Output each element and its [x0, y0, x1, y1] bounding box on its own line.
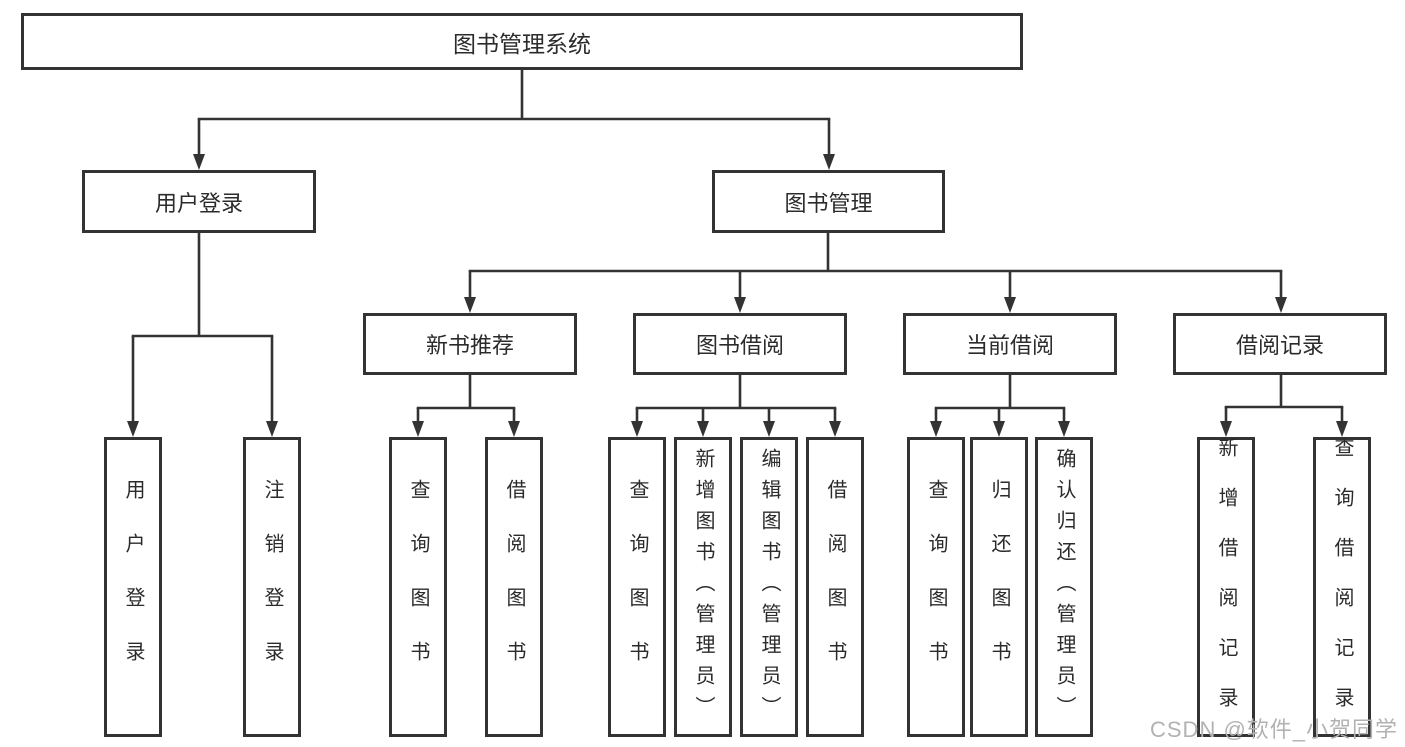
leaf-label: 编辑图书（管理员） — [758, 447, 780, 727]
leaf-add-book-admin: 新增图书（管理员） — [674, 437, 732, 737]
node-label: 图书借阅 — [695, 333, 784, 358]
node-root-label: 图书管理系统 — [453, 30, 591, 57]
leaf-label: 查询图书 — [407, 479, 429, 695]
node-label: 借阅记录 — [1235, 333, 1324, 358]
leaf-label: 新增图书（管理员） — [692, 447, 714, 727]
leaf-query-book-borrow: 查询图书 — [608, 437, 666, 737]
connector-user-login — [127, 233, 278, 437]
node-borrow-record: 借阅记录 — [1173, 313, 1387, 375]
leaf-query-book-recommend: 查询图书 — [389, 437, 447, 737]
leaf-label: 借阅图书 — [503, 479, 525, 695]
connector-root — [193, 70, 835, 170]
leaf-label: 查询图书 — [626, 479, 648, 695]
leaf-user-login: 用户登录 — [104, 437, 162, 737]
node-label: 用户登录 — [154, 190, 243, 216]
connector-current-borrow — [930, 375, 1070, 437]
leaf-label: 借阅图书 — [824, 479, 846, 695]
node-label: 新书推荐 — [425, 333, 514, 358]
node-book-management-branch: 图书管理 — [712, 170, 945, 233]
node-new-book-recommend: 新书推荐 — [363, 313, 577, 375]
leaf-logout: 注销登录 — [243, 437, 301, 737]
node-book-borrow: 图书借阅 — [633, 313, 847, 375]
leaf-add-borrow-record: 新增借阅记录 — [1197, 437, 1255, 737]
leaf-query-borrow-record: 查询借阅记录 — [1313, 437, 1371, 737]
leaf-return-book: 归还图书 — [970, 437, 1028, 737]
connector-book-borrow — [631, 375, 841, 437]
leaf-label: 归还图书 — [988, 479, 1010, 695]
leaf-borrow-book-recommend: 借阅图书 — [485, 437, 543, 737]
leaf-query-book-current: 查询图书 — [907, 437, 965, 737]
leaf-label: 查询图书 — [925, 479, 947, 695]
leaf-edit-book-admin: 编辑图书（管理员） — [740, 437, 798, 737]
node-label: 当前借阅 — [965, 333, 1054, 358]
leaf-label: 注销登录 — [261, 479, 283, 695]
node-root-system: 图书管理系统 — [21, 13, 1023, 70]
csdn-watermark: CSDN @软件_小贺同学 — [1150, 717, 1399, 742]
node-label: 图书管理 — [784, 190, 873, 216]
leaf-label: 新增借阅记录 — [1215, 437, 1237, 737]
connector-book-management — [464, 233, 1287, 313]
connector-borrow-record — [1220, 375, 1348, 437]
leaf-label: 查询借阅记录 — [1331, 437, 1353, 737]
connector-new-book — [412, 375, 520, 437]
leaf-label: 确认归还（管理员） — [1053, 447, 1075, 727]
leaf-borrow-book: 借阅图书 — [806, 437, 864, 737]
leaf-label: 用户登录 — [122, 479, 144, 695]
node-current-borrow: 当前借阅 — [903, 313, 1117, 375]
node-user-login-branch: 用户登录 — [82, 170, 316, 233]
leaf-confirm-return-admin: 确认归还（管理员） — [1035, 437, 1093, 737]
